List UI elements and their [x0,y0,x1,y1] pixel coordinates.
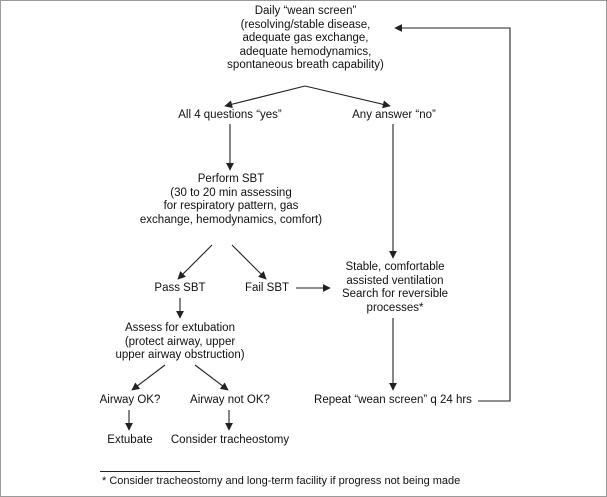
stable-line-3: Search for reversible [341,288,449,301]
stable-line-1: Stable, comfortable [345,261,445,273]
fail-sbt-node: Fail SBT [236,282,298,296]
pass-sbt-node: Pass SBT [140,282,220,296]
fail-sbt-label: Fail SBT [244,282,290,294]
consider-tracheostomy-label: Consider tracheostomy [170,434,290,446]
perform-sbt-box: Perform SBT (30 to 20 min assessing for … [126,173,336,227]
assess-extubation-box: Assess for extubation (protect airway, u… [100,322,260,363]
arrow-assess-to-airway-ok [131,364,166,391]
any-answer-no-node: Any answer “no” [334,109,454,123]
footnote-divider [100,471,200,472]
assess-extubation-title: Assess for extubation [125,322,235,334]
wean-screen-criteria-2: adequate gas exchange, [242,32,369,45]
perform-sbt-detail-3: exchange, hemodynamics, comfort) [139,213,323,226]
pass-sbt-label: Pass SBT [154,282,206,294]
extubate-node: Extubate [95,434,165,448]
any-answer-no-label: Any answer “no” [352,109,436,121]
wean-screen-criteria-1: (resolving/stable disease, [240,18,371,31]
footnote-text: * Consider tracheostomy and long-term fa… [102,475,461,487]
repeat-wean-screen-node: Repeat “wean screen” q 24 hrs [303,394,483,408]
arrow-wean-to-any-no [304,85,391,109]
airway-not-ok-label: Airway not OK? [190,394,270,406]
arrow-repeat-loop-to-wean [394,24,511,402]
airway-ok-label: Airway OK? [99,394,161,406]
repeat-wean-screen-label: Repeat “wean screen” q 24 hrs [314,394,472,406]
arrow-wean-to-all-yes [224,85,306,109]
daily-wean-screen-box: Daily “wean screen” (resolving/stable di… [213,5,398,73]
consider-tracheostomy-node: Consider tracheostomy [160,434,300,448]
stable-ventilation-box: Stable, comfortable assisted ventilation… [330,261,460,315]
airway-ok-node: Airway OK? [90,394,170,408]
wean-screen-title: Daily “wean screen” [254,5,357,17]
arrow-assess-to-airway-not-ok [194,364,229,391]
assess-extubation-detail-2: upper airway obstruction) [115,349,245,362]
perform-sbt-detail-1: (30 to 20 min assessing [170,186,292,199]
assess-extubation-detail-1: (protect airway, upper [124,335,236,348]
perform-sbt-detail-2: for respiratory pattern, gas [163,200,299,213]
extubate-label: Extubate [107,434,153,446]
arrow-perform-sbt-to-fail [231,244,267,280]
all-questions-yes-node: All 4 questions “yes” [155,109,305,123]
all-questions-yes-label: All 4 questions “yes” [178,109,282,121]
wean-screen-criteria-3: adequate hemodynamics, [239,45,372,58]
stable-line-2: assisted ventilation [346,274,444,287]
stable-line-4: processes* [366,301,424,314]
airway-not-ok-node: Airway not OK? [180,394,280,408]
wean-screen-criteria-4: spontaneous breath capability) [227,59,384,72]
perform-sbt-title: Perform SBT [197,173,265,185]
arrow-perform-sbt-to-pass [177,244,213,280]
